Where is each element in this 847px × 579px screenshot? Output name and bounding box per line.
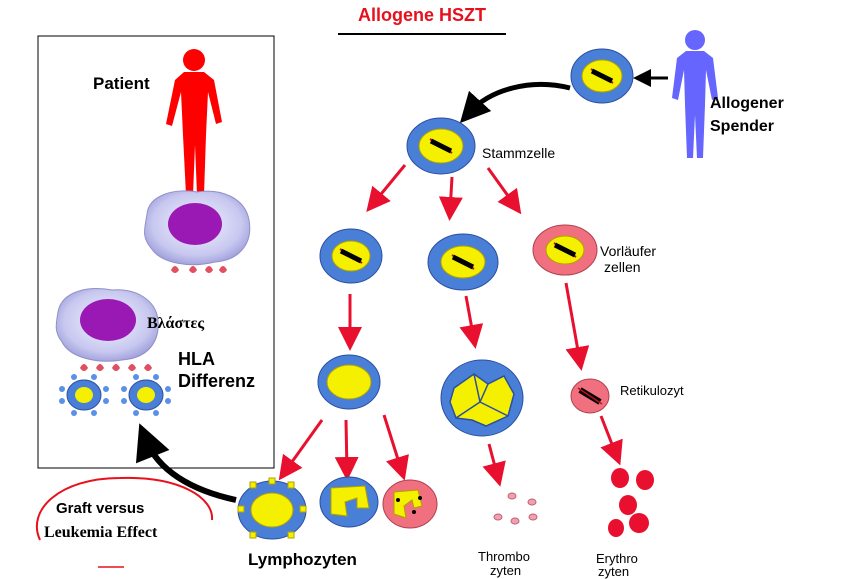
donor-stem-cell <box>570 48 634 104</box>
donor-t-cell-right <box>121 374 171 416</box>
helper-lymphocyte-cell <box>319 476 379 528</box>
lymphoblast-cell <box>317 354 381 410</box>
donor-figure-icon <box>672 30 718 158</box>
nk-lymphocyte-cell <box>382 479 438 529</box>
reticulocyte-cell <box>570 378 610 414</box>
erythrocytes-label-line1: Erythro <box>596 551 638 566</box>
erythroid-precursor-cell <box>532 224 598 276</box>
megakaryocyte-precursor-cell <box>427 233 499 291</box>
thrombocytes-label-line2: zyten <box>490 563 521 578</box>
blast-label: Βλάστες <box>147 315 204 332</box>
megakaryocyte-cell <box>440 359 524 437</box>
precursor-arrows <box>338 282 590 371</box>
lymphocytes-label: Lymphozyten <box>248 550 357 569</box>
cytotoxic-lymphocyte-cell <box>237 477 307 540</box>
thrombocytes-label-line1: Thrombo <box>478 549 530 564</box>
donor-t-cell-left <box>59 374 109 416</box>
patient-figure-icon <box>166 49 222 195</box>
reticulocyte-label: Retikulozyt <box>620 383 684 398</box>
erythrocytes-label-line2: zyten <box>598 564 629 579</box>
gvl-label-line1: Graft versus <box>56 500 144 517</box>
donor-label-line2: Spender <box>710 118 774 135</box>
gvl-arrow <box>135 423 237 503</box>
hla-label-line1: HLA <box>178 349 215 369</box>
stem-cell-label: Stammzelle <box>482 145 555 161</box>
precursor-label-line1: Vorläufer <box>600 243 656 259</box>
mature-arrows <box>278 414 623 487</box>
patient-blast-cell-upper <box>144 190 251 273</box>
patient-label: Patient <box>93 74 150 93</box>
gvl-label-line2: Leukemia Effect <box>44 524 158 541</box>
donor-to-stem-arrow <box>459 81 571 124</box>
thrombocytes <box>493 492 538 525</box>
stem-cell <box>406 117 476 175</box>
lymphoid-precursor-cell <box>319 228 383 284</box>
erythrocytes <box>608 468 654 537</box>
stem-arrows <box>366 164 522 221</box>
page-title: Allogene HSZT <box>358 5 486 25</box>
precursor-label-line2: zellen <box>604 259 641 275</box>
gvl-ellipse <box>35 476 214 541</box>
patient-blast-cell-lower <box>55 288 159 371</box>
donor-label-line1: Allogener <box>710 95 784 112</box>
hla-label-line2: Differenz <box>178 371 255 391</box>
